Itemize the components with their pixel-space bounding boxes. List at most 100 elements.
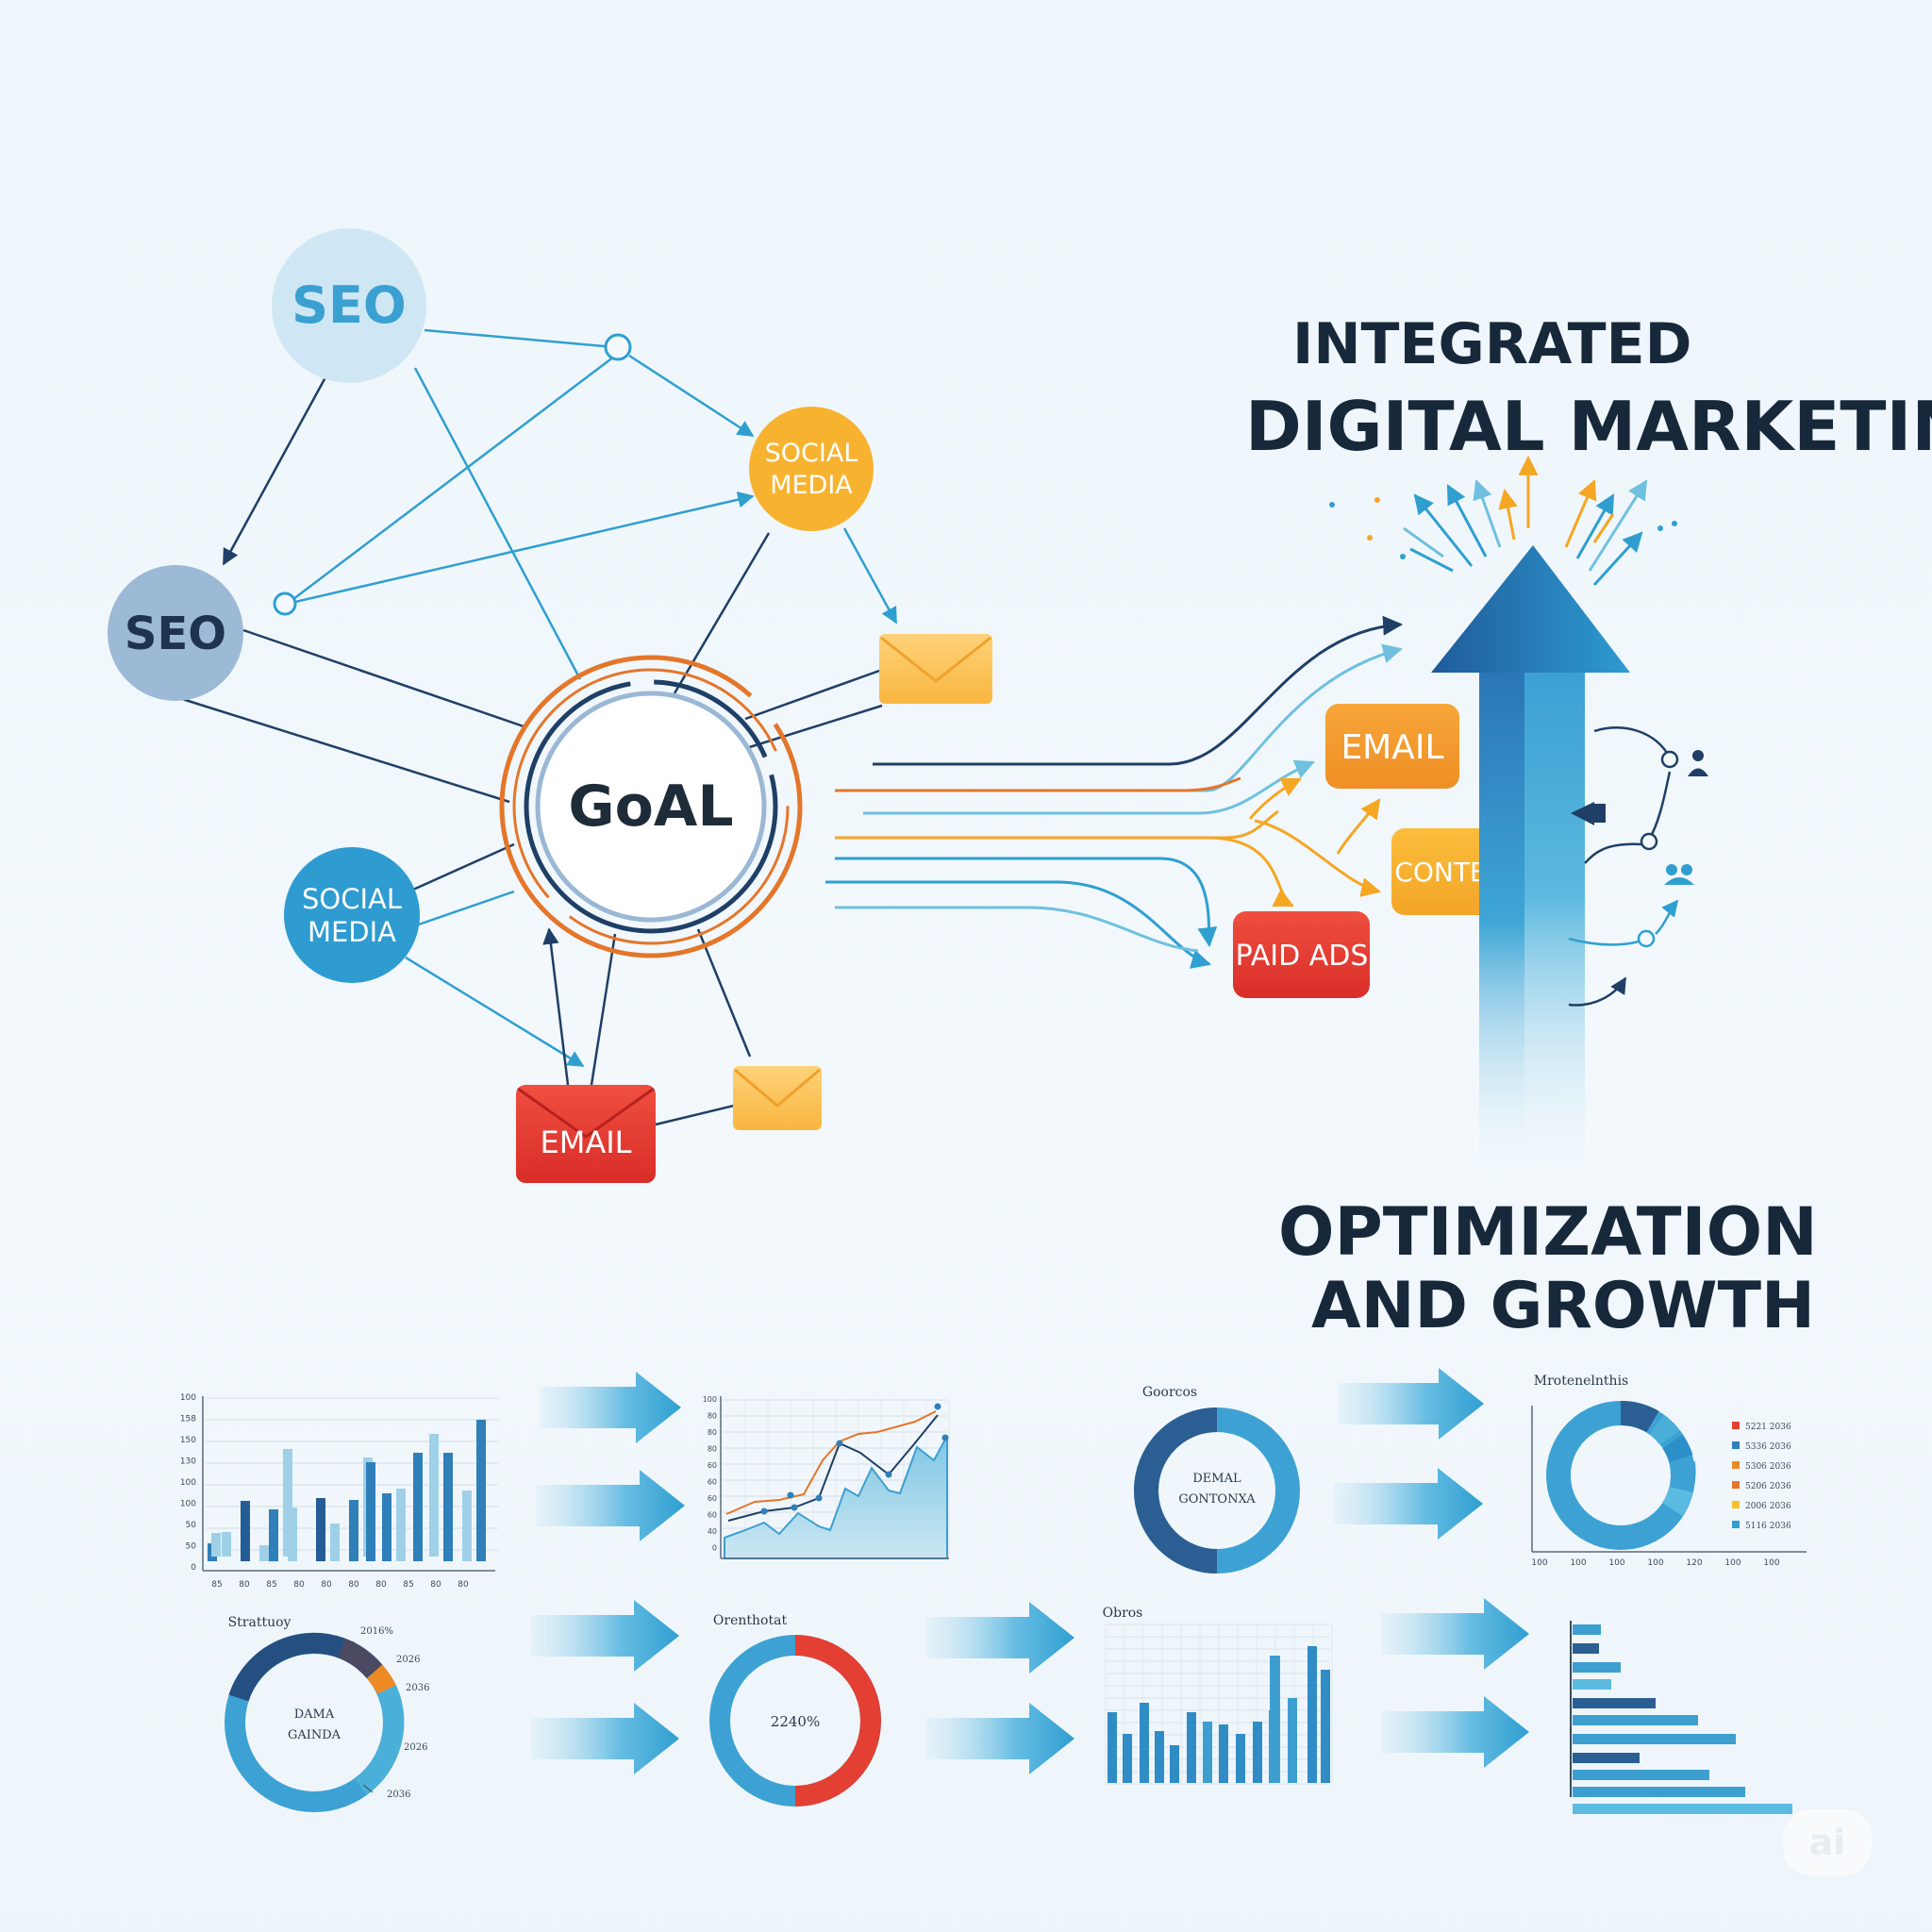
tick-label: 60 <box>708 1494 717 1503</box>
tick-label: 80 <box>239 1580 250 1590</box>
mini-donut-3: Strattuoy DAMA GAINDA 2016% 2026 2036 20… <box>225 1615 429 1812</box>
flow-lines <box>825 615 1404 969</box>
tick-label: 100 <box>1724 1558 1740 1568</box>
svg-text:2036: 2036 <box>406 1683 429 1693</box>
tick-label: 60 <box>708 1461 717 1470</box>
svg-text:SOCIAL: SOCIAL <box>302 883 402 915</box>
tick-label: 50 <box>186 1542 197 1552</box>
hbar <box>1573 1698 1656 1708</box>
bar <box>330 1524 340 1561</box>
mini-donut-1: Goorcos DEMAL GONTONXA <box>1134 1385 1300 1574</box>
arrow-right-icon <box>926 1703 1074 1774</box>
tick-label: 80 <box>293 1580 305 1590</box>
svg-text:DAMA: DAMA <box>294 1707 335 1722</box>
tick-label: 130 <box>180 1457 196 1467</box>
email-envelope-card: EMAIL <box>516 1085 656 1183</box>
arrow-right-icon <box>531 1600 679 1672</box>
audience-connections <box>1568 726 1679 1007</box>
tick-label: 100 <box>1570 1558 1586 1568</box>
bar <box>476 1420 486 1561</box>
arrow-right-icon <box>1334 1468 1483 1540</box>
legend-label: 5336 2036 <box>1745 1442 1791 1452</box>
bar <box>1170 1745 1179 1783</box>
burst-rays <box>1329 455 1677 587</box>
bar <box>429 1434 439 1557</box>
legend-label: 5221 2036 <box>1745 1423 1791 1432</box>
bar <box>283 1449 292 1557</box>
svg-text:2016%: 2016% <box>360 1626 393 1637</box>
legend-label: 2006 2036 <box>1745 1502 1791 1511</box>
bar <box>241 1501 250 1561</box>
bar <box>1108 1712 1117 1783</box>
arrow-right-icon <box>536 1470 685 1541</box>
arrow-right-icon <box>540 1372 681 1443</box>
bar <box>222 1532 231 1557</box>
tick-label: 0 <box>712 1544 717 1553</box>
bar <box>1321 1670 1330 1783</box>
svg-text:EMAIL: EMAIL <box>1341 728 1443 767</box>
tick-label: 80 <box>430 1580 441 1590</box>
hbar <box>1573 1804 1792 1814</box>
bar <box>396 1489 406 1561</box>
hbar <box>1573 1624 1601 1635</box>
hbar <box>1573 1643 1599 1654</box>
svg-text:Goorcos: Goorcos <box>1142 1385 1197 1400</box>
seo-node-top: SEO <box>272 228 426 383</box>
svg-text:MEDIA: MEDIA <box>770 471 853 500</box>
hbar <box>1573 1770 1709 1780</box>
tick-label: 158 <box>180 1415 196 1424</box>
tick-label: 80 <box>708 1445 717 1454</box>
hbar <box>1573 1662 1621 1673</box>
goal-node: GoAL <box>499 655 803 958</box>
tick-label: 85 <box>211 1580 222 1590</box>
title-line-1: INTEGRATED <box>1292 311 1692 377</box>
envelope-icon <box>733 1066 822 1130</box>
bar <box>1253 1722 1262 1783</box>
svg-text:DEMAL: DEMAL <box>1192 1472 1241 1486</box>
tick-label: 80 <box>348 1580 359 1590</box>
tick-label: 85 <box>266 1580 276 1590</box>
watermark-logo: ai <box>1783 1809 1872 1875</box>
bar <box>259 1545 269 1561</box>
tick-label: 80 <box>708 1428 717 1437</box>
social-media-node-top: SOCIAL MEDIA <box>749 407 874 531</box>
junction-node <box>273 591 297 616</box>
mini-hbar-chart <box>1570 1621 1792 1814</box>
legend-label: 5206 2036 <box>1745 1482 1791 1491</box>
hbar <box>1573 1753 1640 1763</box>
tick-label: 60 <box>708 1511 717 1520</box>
chart-flow-arrows <box>531 1368 1529 1774</box>
tick-label: 100 <box>1763 1558 1779 1568</box>
tick-label: 0 <box>191 1563 196 1573</box>
channel-paid-ads: PAID ADS <box>1233 911 1370 998</box>
bar <box>1270 1656 1279 1783</box>
legend-swatch <box>1732 1481 1740 1489</box>
tick-label: 50 <box>186 1521 197 1530</box>
tick-label: 100 <box>180 1393 196 1403</box>
arrow-right-icon <box>1381 1696 1529 1768</box>
legend-swatch <box>1732 1501 1740 1508</box>
mini-bar-chart-2: Obros <box>1103 1606 1333 1785</box>
seo-node-left: SEO <box>108 565 243 701</box>
arrow-right-icon <box>1381 1598 1529 1670</box>
svg-text:Orenthotat: Orenthotat <box>713 1613 788 1628</box>
tick-label: 80 <box>708 1412 717 1421</box>
bar <box>269 1509 278 1561</box>
arrow-right-icon <box>926 1602 1074 1674</box>
legend-label: 5116 2036 <box>1745 1522 1791 1531</box>
svg-text:Obros: Obros <box>1103 1606 1143 1621</box>
arrow-right-icon <box>531 1703 679 1774</box>
legend-swatch <box>1732 1441 1740 1449</box>
title-line-2: DIGITAL MARKETING <box>1245 387 1932 466</box>
svg-text:GONTONXA: GONTONXA <box>1178 1492 1256 1507</box>
tick-label: 60 <box>708 1478 717 1487</box>
svg-text:MEDIA: MEDIA <box>308 916 396 948</box>
svg-text:2240%: 2240% <box>771 1713 820 1730</box>
legend-swatch <box>1732 1461 1740 1469</box>
tick-label: 100 <box>180 1500 196 1509</box>
channel-email: EMAIL <box>1325 704 1459 789</box>
svg-text:PAID ADS: PAID ADS <box>1236 940 1369 973</box>
